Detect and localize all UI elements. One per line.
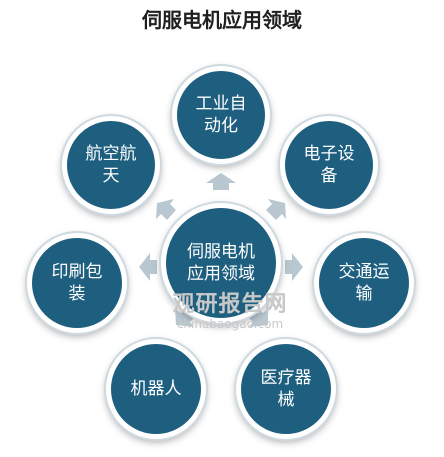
node-medical-equipment: 医疗器械	[236, 339, 336, 439]
arrow-to-aerospace	[156, 199, 176, 220]
node-aerospace: 航空航天	[62, 116, 160, 214]
arrow-to-electronic-equipment	[266, 199, 286, 220]
center-node-label: 伺服电机应用领域	[187, 242, 255, 284]
node-label: 机器人	[130, 379, 182, 399]
center-node: 伺服电机应用领域	[161, 203, 281, 323]
node-label: 医疗器械	[260, 368, 312, 410]
arrow-to-industrial-automation	[206, 173, 236, 190]
arrow-to-printing-packaging	[139, 253, 157, 281]
node-robots: 机器人	[106, 339, 206, 439]
node-label: 工业自动化	[195, 94, 247, 136]
node-printing-packaging: 印刷包装	[27, 233, 127, 333]
node-label: 交通运输	[338, 262, 390, 304]
node-electronic-equipment: 电子设备	[280, 116, 378, 214]
node-label: 印刷包装	[51, 262, 103, 304]
arrow-to-transportation	[285, 253, 303, 281]
node-label: 电子设备	[303, 144, 355, 186]
node-label: 航空航天	[85, 144, 137, 186]
node-industrial-automation: 工业自动化	[172, 66, 270, 164]
diagram-title: 伺服电机应用领域	[142, 8, 302, 32]
node-transportation: 交通运输	[314, 233, 414, 333]
